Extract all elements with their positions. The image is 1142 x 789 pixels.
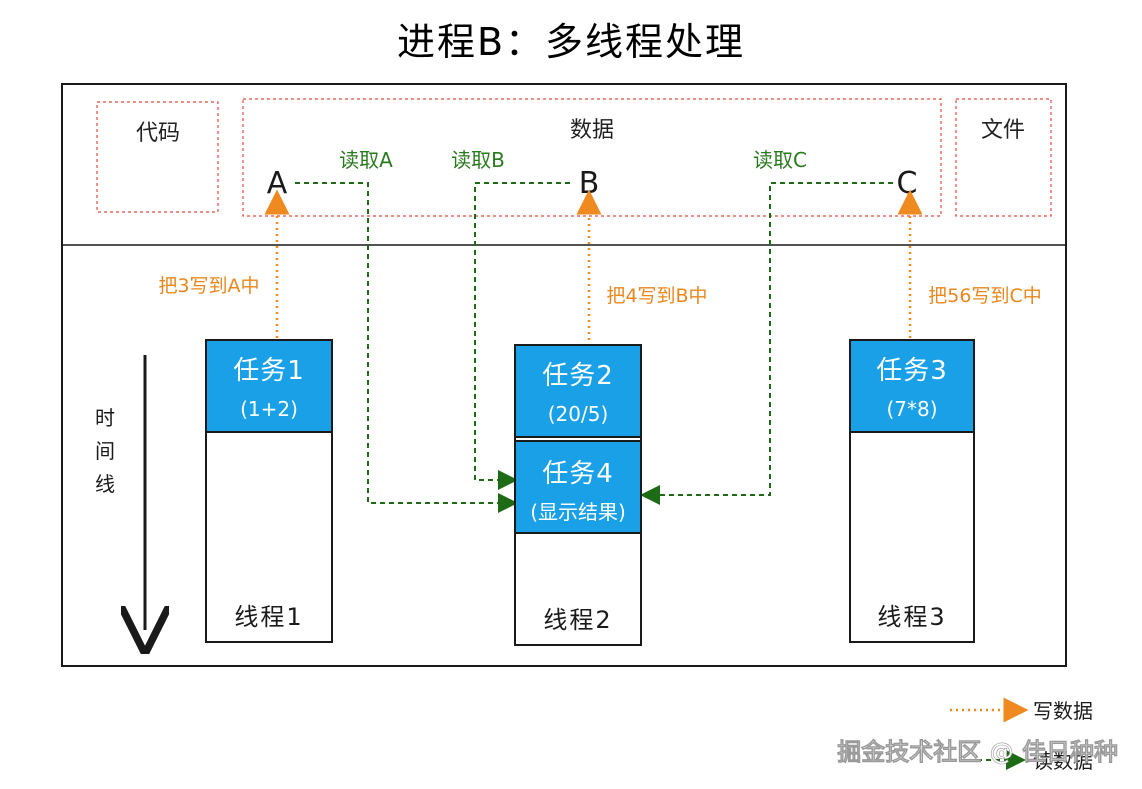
thread-2-label: 线程2 xyxy=(543,606,612,634)
task-3-box xyxy=(849,339,975,433)
task-4-name: 任务4 xyxy=(542,459,614,489)
task-3-expr: (7*8) xyxy=(886,397,937,421)
legend-read-label: 读数据 xyxy=(1033,749,1093,773)
legend-write-label: 写数据 xyxy=(1033,699,1093,723)
timeline-label-3: 线 xyxy=(95,472,115,496)
read-c-path xyxy=(640,182,893,505)
diagram-title: 进程B：多线程处理 xyxy=(397,20,745,64)
task-2-expr: (20/5) xyxy=(548,402,609,426)
read-c-label: 读取C xyxy=(753,148,807,172)
task-2-box xyxy=(514,344,642,438)
read-b-path xyxy=(474,182,570,490)
read-a-label: 读取A xyxy=(339,148,393,172)
task-2-name: 任务2 xyxy=(542,361,614,391)
write-a-label: 把3写到A中 xyxy=(158,275,259,297)
data-region xyxy=(242,98,942,217)
task-1-name: 任务1 xyxy=(233,356,305,386)
task-1-expr: (1+2) xyxy=(240,397,298,421)
var-a: A xyxy=(267,166,288,201)
file-label: 文件 xyxy=(981,118,1025,143)
thread-1-label: 线程1 xyxy=(234,603,303,631)
read-b-label: 读取B xyxy=(451,148,505,172)
process-box xyxy=(61,83,1067,667)
timeline-label-2: 间 xyxy=(95,439,115,463)
data-label: 数据 xyxy=(570,118,614,143)
task-1-box xyxy=(205,339,333,433)
write-c-label: 把56写到C中 xyxy=(928,285,1041,307)
read-a-path xyxy=(295,182,518,513)
var-b: B xyxy=(579,166,600,201)
timeline-label-1: 时 xyxy=(95,406,115,430)
code-label: 代码 xyxy=(136,121,180,146)
task-4-box xyxy=(514,440,642,534)
task-3-name: 任务3 xyxy=(876,356,948,386)
thread-3-label: 线程3 xyxy=(877,603,946,631)
file-region xyxy=(955,98,1052,217)
task-4-expr: (显示结果) xyxy=(530,500,626,524)
code-region xyxy=(96,101,219,213)
var-c: C xyxy=(897,166,918,201)
write-b-label: 把4写到B中 xyxy=(606,285,707,307)
watermark: 掘金技术社区 @ 佳日种种 xyxy=(837,738,1118,766)
